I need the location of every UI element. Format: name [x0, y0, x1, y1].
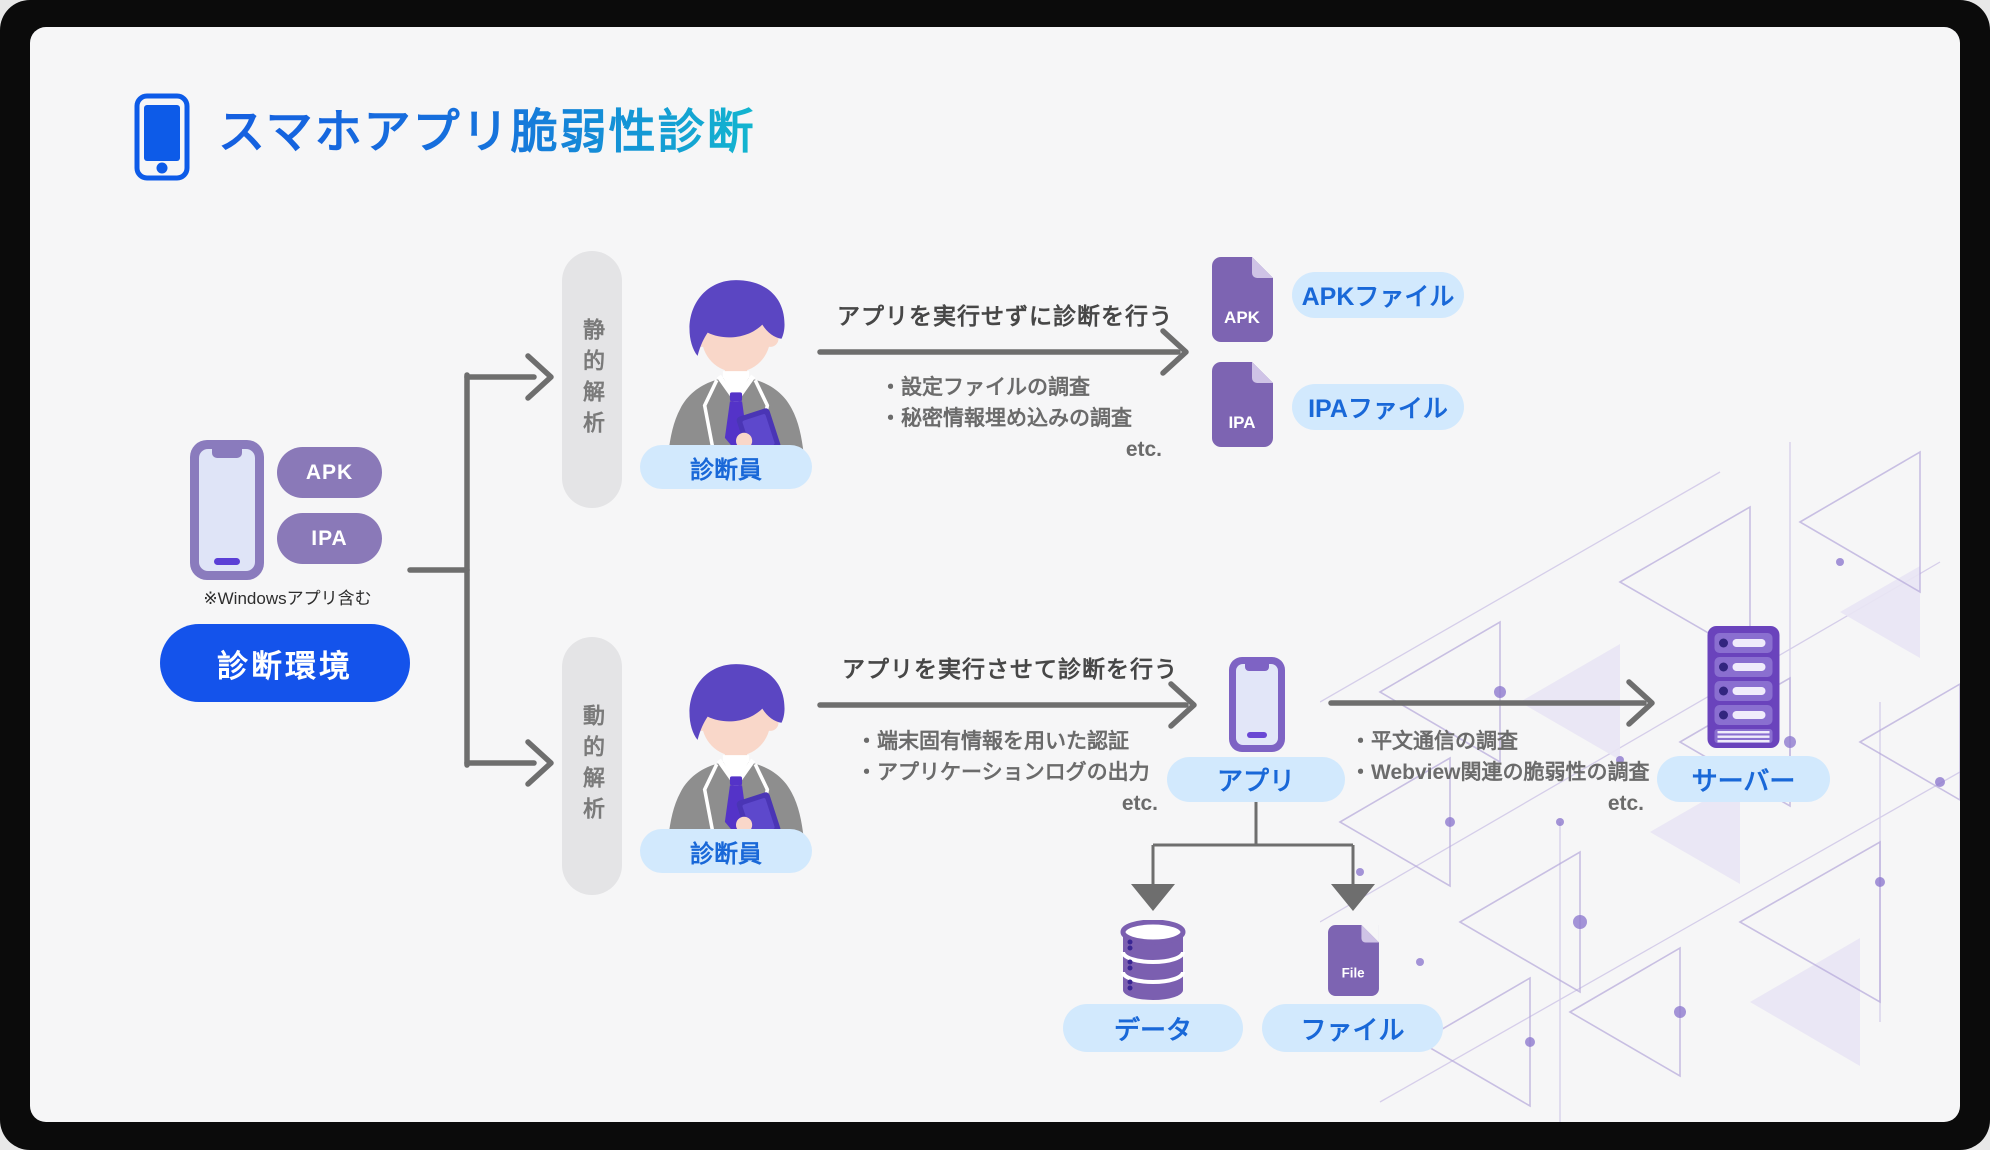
static-bullet-2: ・秘密情報埋め込みの調査	[880, 407, 1132, 430]
lane-dynamic-label: 動的解析	[580, 704, 605, 828]
file-badge: ファイル	[1262, 1004, 1443, 1052]
diagnosis-env-button: 診断環境	[160, 624, 410, 702]
page-title: スマホアプリ脆弱性診断	[218, 99, 756, 165]
server-bullet-list: ・平文通信の調査 ・Webview関連の脆弱性の調査 etc.	[1350, 726, 1652, 819]
windows-note: ※Windowsアプリ含む	[203, 589, 372, 608]
dynamic-etc-label: etc.	[1121, 792, 1158, 815]
diagnostician-illustration-dynamic	[660, 656, 812, 838]
ipa-file-icon: IPA	[1212, 362, 1273, 447]
app-phone-icon	[1229, 657, 1285, 752]
file-icon-text: File	[1342, 966, 1365, 981]
data-badge: データ	[1063, 1004, 1243, 1052]
diagram-stage: スマホアプリ脆弱性診断 APK IPA ※Windowsアプリ含む 診断環境 静…	[30, 27, 1960, 1122]
lane-static-analysis: 静的解析	[562, 251, 622, 508]
ipa-file-icon-text: IPA	[1228, 413, 1255, 432]
database-icon	[1120, 920, 1186, 1000]
app-badge: アプリ	[1167, 757, 1345, 802]
file-icon: File	[1328, 925, 1379, 996]
apk-badge: APK	[277, 447, 382, 498]
apk-file-icon-text: APK	[1224, 308, 1261, 327]
dynamic-bullet-list: ・端末固有情報を用いた認証 ・アプリケーションログの出力 etc.	[856, 726, 1166, 819]
smartphone-icon	[134, 93, 190, 181]
static-heading: アプリを実行せずに診断を行う	[837, 303, 1173, 329]
diagnostician-badge-static: 診断員	[640, 445, 812, 489]
source-phone-icon	[190, 440, 264, 580]
server-etc-label: etc.	[1607, 792, 1644, 815]
dynamic-bullet-2: ・アプリケーションログの出力	[856, 761, 1150, 784]
ipa-file-label: IPAファイル	[1292, 384, 1464, 430]
server-bullet-2: ・Webview関連の脆弱性の調査	[1350, 761, 1650, 784]
static-bullet-1: ・設定ファイルの調査	[880, 376, 1090, 399]
server-badge: サーバー	[1657, 756, 1830, 802]
lane-dynamic-analysis: 動的解析	[562, 637, 622, 895]
dynamic-bullet-1: ・端末固有情報を用いた認証	[856, 730, 1129, 753]
diagnostician-illustration-static	[660, 272, 812, 454]
dynamic-heading: アプリを実行させて診断を行う	[842, 656, 1178, 682]
lane-static-label: 静的解析	[580, 317, 605, 442]
apk-file-label: APKファイル	[1292, 272, 1464, 318]
server-icon	[1707, 626, 1780, 748]
connector-arrows	[407, 328, 1655, 911]
static-bullet-list: ・設定ファイルの調査 ・秘密情報埋め込みの調査 etc.	[880, 372, 1170, 465]
ipa-badge: IPA	[277, 513, 382, 564]
apk-file-icon: APK	[1212, 257, 1273, 342]
diagnostician-badge-dynamic: 診断員	[640, 829, 812, 873]
static-etc-label: etc.	[1125, 438, 1162, 461]
server-bullet-1: ・平文通信の調査	[1350, 730, 1518, 753]
